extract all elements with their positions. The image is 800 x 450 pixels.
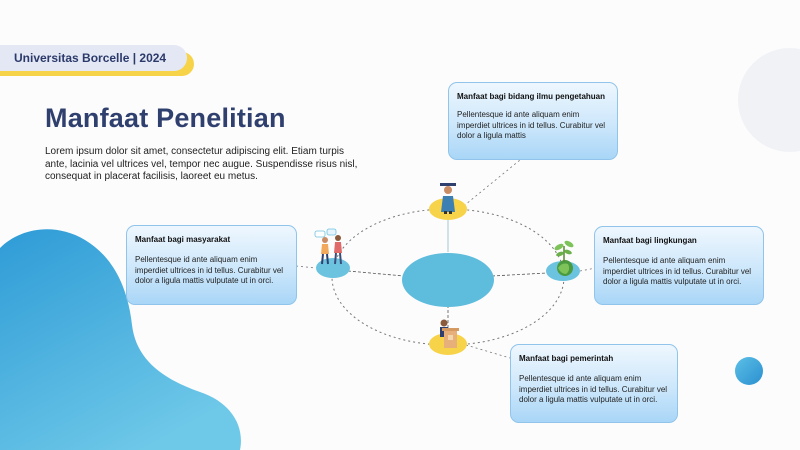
card-masyarakat: Manfaat bagi masyarakat Pellentesque id …: [126, 225, 297, 305]
connector-bottom: [465, 344, 511, 359]
decorative-dot: [735, 357, 763, 385]
decorative-circle-top-right: [738, 48, 800, 152]
card-title: Manfaat bagi pemerintah: [519, 354, 614, 363]
graduate-icon: [440, 183, 456, 214]
speaker-podium-icon: [440, 319, 459, 348]
page-title: Manfaat Penelitian: [45, 103, 286, 133]
card-lingkungan: Manfaat bagi lingkungan Pellentesque id …: [594, 226, 764, 305]
page-description: Lorem ipsum dolor sit amet, consectetur …: [45, 146, 358, 182]
card-title: Manfaat bagi lingkungan: [603, 236, 697, 245]
card-body: Pellentesque id ante aliquam enim imperd…: [457, 110, 606, 140]
decorative-blob: [0, 229, 241, 450]
connector-top: [459, 159, 521, 210]
university-badge: Universitas Borcelle | 2024: [0, 45, 187, 71]
card-ilmu-pengetahuan: Manfaat bagi bidang ilmu pengetahuan Pel…: [448, 82, 618, 160]
card-title: Manfaat bagi bidang ilmu pengetahuan: [457, 92, 606, 101]
plant-globe-icon: [554, 240, 574, 276]
card-body: Pellentesque id ante aliquam enim imperd…: [603, 256, 752, 286]
connector-left: [295, 265, 317, 269]
node-left: [316, 258, 350, 278]
card-body: Pellentesque id ante aliquam enim imperd…: [519, 374, 668, 404]
spoke-right: [491, 272, 548, 277]
card-body: Pellentesque id ante aliquam enim imperd…: [135, 255, 284, 285]
card-title: Manfaat bagi masyarakat: [135, 235, 231, 244]
center-node: [402, 253, 494, 307]
card-pemerintah: Manfaat bagi pemerintah Pellentesque id …: [510, 344, 678, 423]
people-talking-icon: [314, 228, 342, 265]
spoke-left: [347, 270, 405, 277]
